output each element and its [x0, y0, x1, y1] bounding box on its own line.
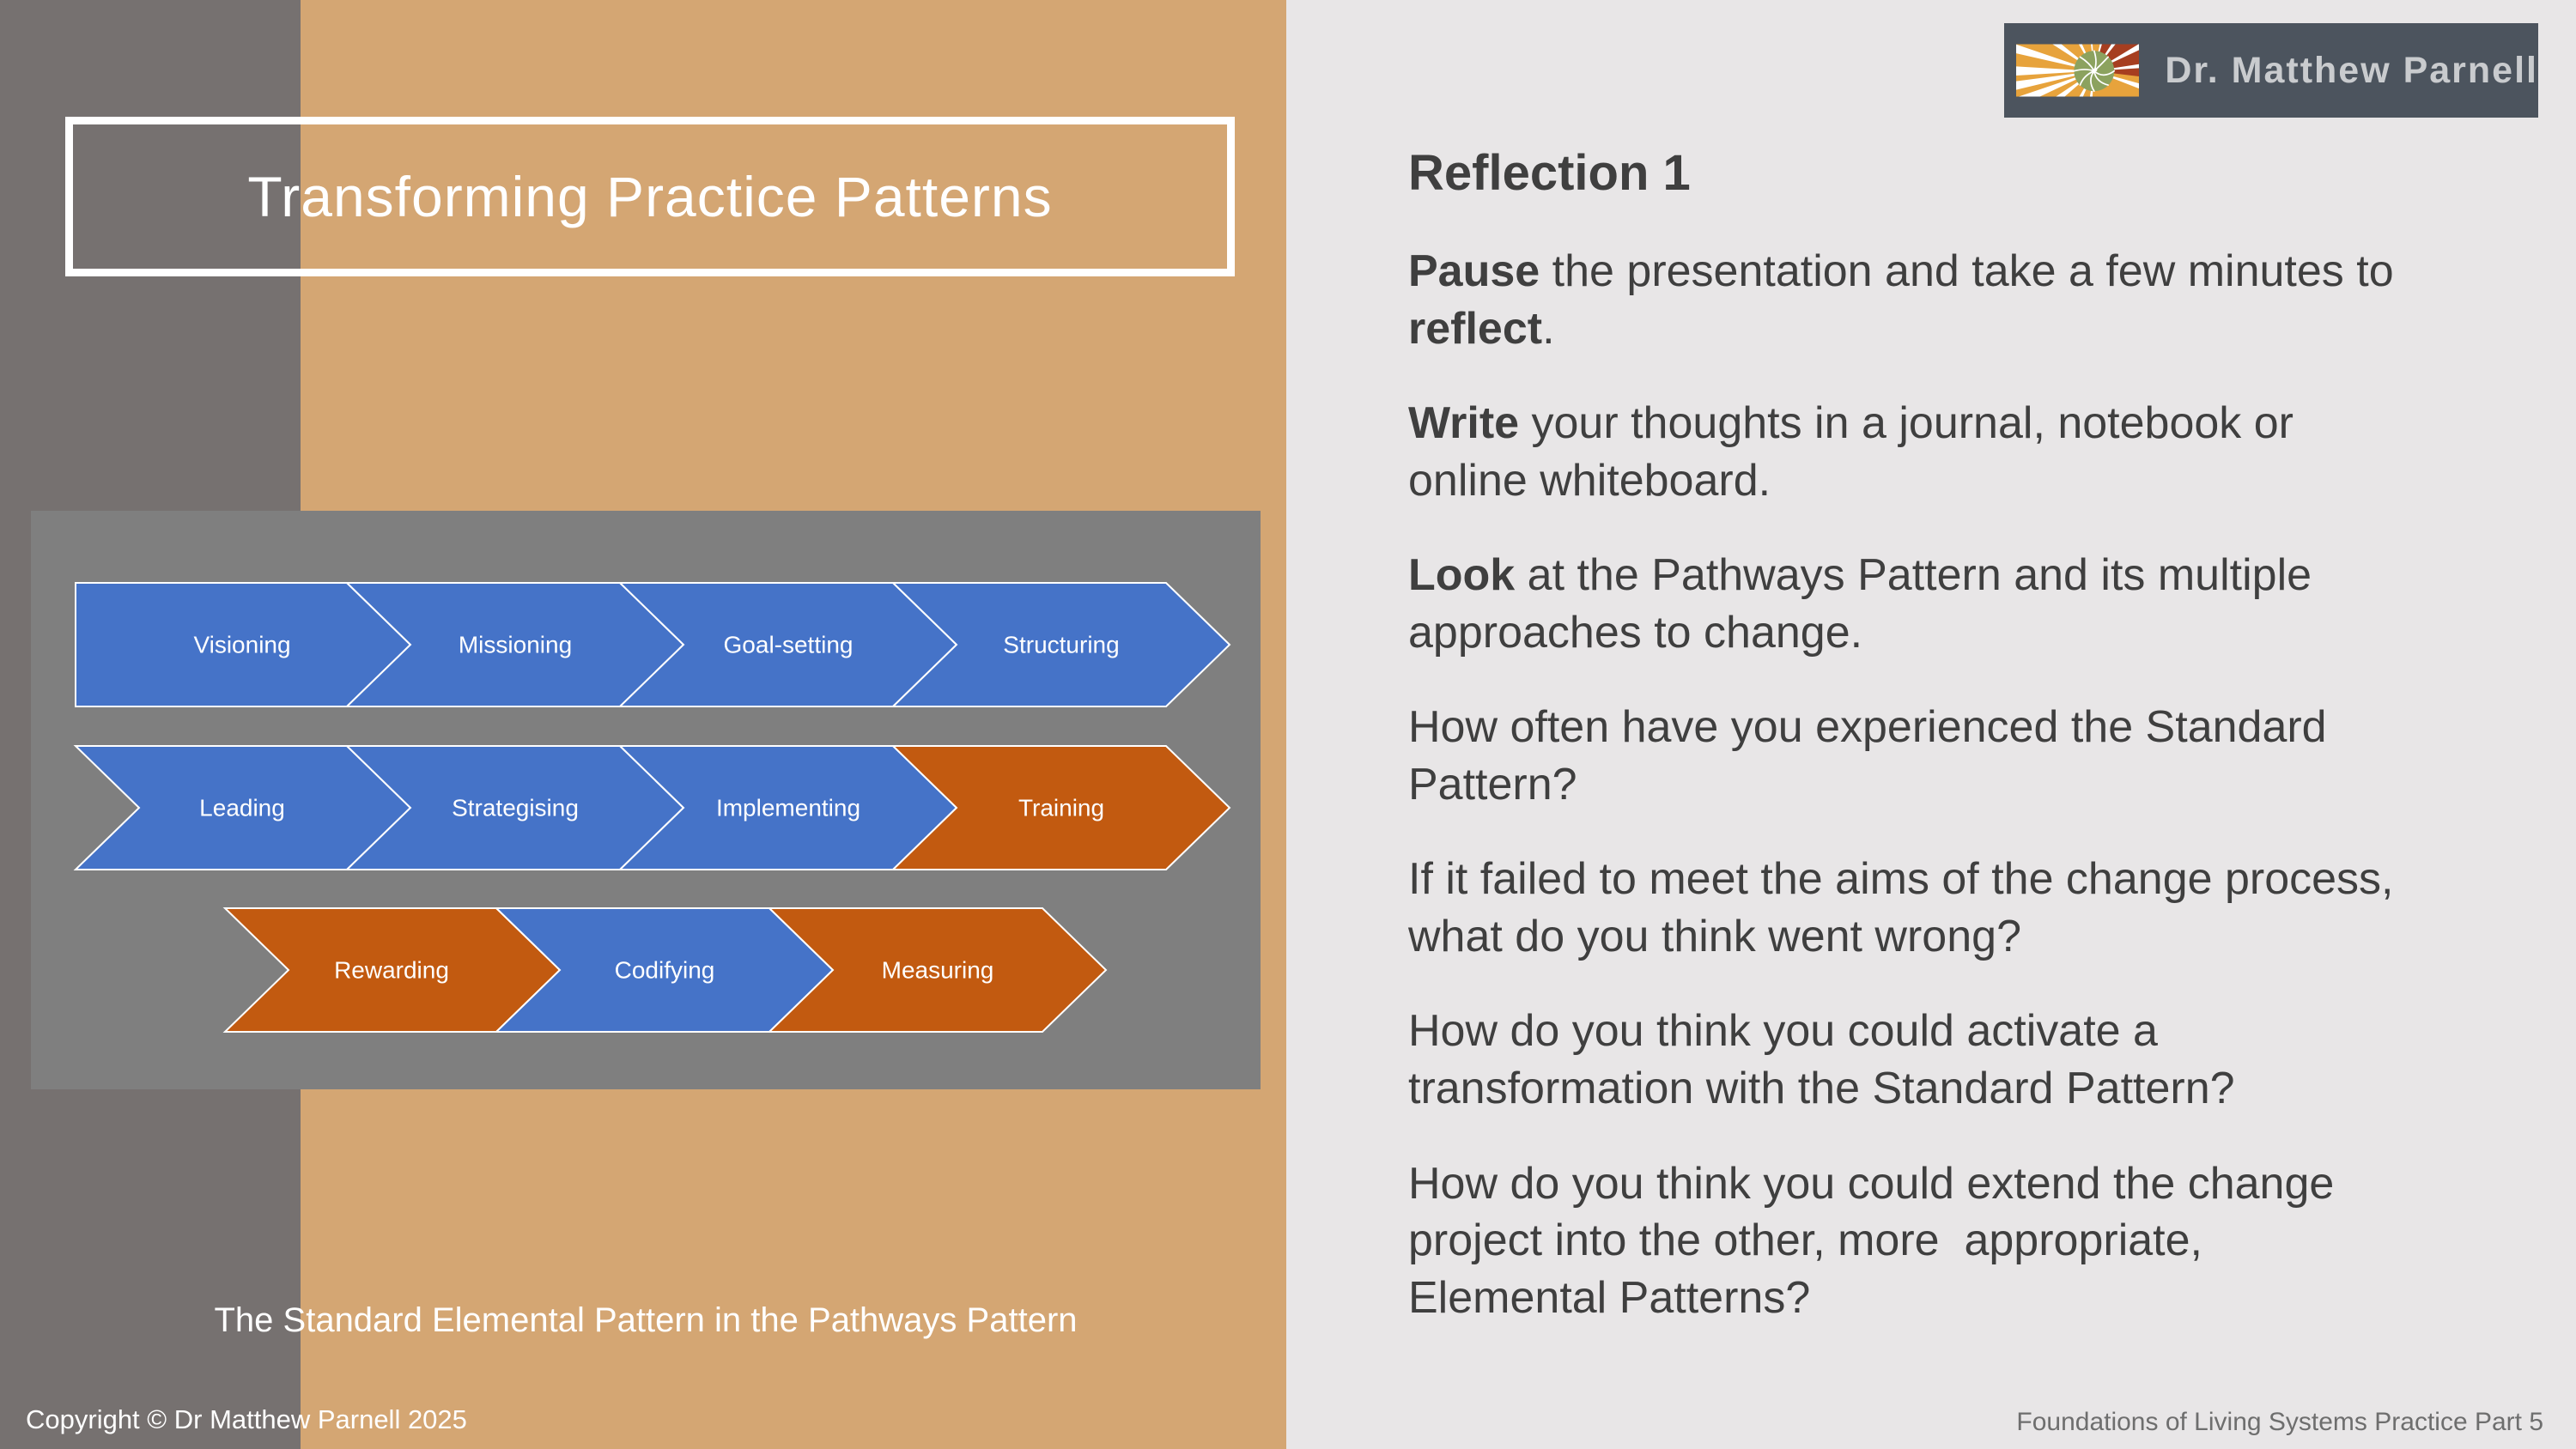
logo-name-text: Dr. Matthew Parnell: [2165, 49, 2538, 91]
slide-title: Transforming Practice Patterns: [247, 165, 1053, 228]
reflection-paragraph-look: Look at the Pathways Pattern and its mul…: [1408, 550, 2324, 658]
reflection-paragraph-pause: Pause the presentation and take a few mi…: [1408, 246, 2407, 354]
chevron-row-3: Rewarding Codifying Measuring: [222, 907, 1108, 1033]
reflection-heading: Reflection 1: [1408, 145, 1691, 201]
series-footer-text: Foundations of Living Systems Practice P…: [2016, 1408, 2543, 1436]
reflection-paragraph-activate: How do you think you could activate a tr…: [1408, 1006, 2235, 1114]
reflection-paragraph-extend: How do you think you could extend the ch…: [1408, 1158, 2347, 1323]
chevron-row-2: Leading Strategising Implementing Traini…: [73, 745, 1231, 870]
chevron-measuring: [767, 907, 1108, 1033]
pathways-diagram-panel: Visioning Missioning Goal-setting Struct…: [31, 511, 1261, 1089]
chevron-label-missioning: Missioning: [459, 632, 572, 658]
chevron-structuring: [890, 582, 1231, 707]
chevron-label-training: Training: [1018, 795, 1104, 822]
chevron-label-strategising: Strategising: [452, 795, 579, 822]
chevron-row-1: Visioning Missioning Goal-setting Struct…: [75, 582, 1231, 707]
reflection-paragraph-if-failed: If it failed to meet the aims of the cha…: [1408, 854, 2406, 961]
reflection-paragraph-how-often: How often have you experienced the Stand…: [1408, 702, 2340, 809]
reflection-paragraph-write: Write your thoughts in a journal, notebo…: [1408, 398, 2306, 506]
chevron-label-measuring: Measuring: [882, 957, 994, 984]
chevron-label-visioning: Visioning: [193, 632, 290, 658]
copyright-text: Copyright © Dr Matthew Parnell 2025: [26, 1404, 467, 1434]
chevron-label-codifying: Codifying: [615, 957, 715, 984]
right-content-panel: [1286, 0, 2576, 1449]
logo-bar: Dr. Matthew Parnell: [2004, 23, 2538, 118]
diagram-caption: The Standard Elemental Pattern in the Pa…: [214, 1301, 1078, 1339]
chevron-label-implementing: Implementing: [716, 795, 860, 822]
chevron-training: [890, 745, 1231, 870]
chevron-label-leading: Leading: [199, 795, 285, 822]
chevron-label-goal-setting: Goal-setting: [724, 632, 854, 658]
chevron-label-structuring: Structuring: [1003, 632, 1119, 658]
title-box: Transforming Practice Patterns: [65, 117, 1235, 276]
chevron-label-rewarding: Rewarding: [334, 957, 449, 984]
reflection-section: Reflection 1 Pause the presentation and …: [1408, 144, 2404, 1364]
nautilus-sunburst-logo-icon: [2016, 44, 2140, 97]
